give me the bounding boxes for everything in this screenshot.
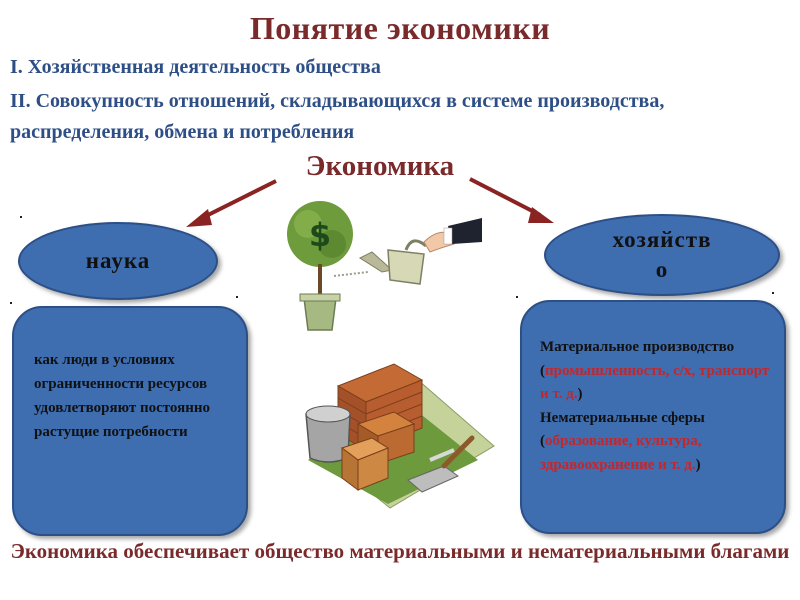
left-arrow — [186, 179, 277, 227]
center-word: Экономика — [305, 150, 455, 182]
decor-dot — [516, 296, 518, 298]
khozyaistvo-oval: хозяйств о — [544, 214, 780, 296]
khozyaistvo-box: Материальное производство (промышленност… — [520, 300, 786, 534]
nauka-box: как люди в условиях ограниченности ресур… — [12, 306, 248, 536]
money-tree-icon: $ — [287, 201, 353, 331]
khozyaistvo-label: хозяйств о — [613, 225, 712, 285]
right-arrow — [469, 177, 554, 223]
nauka-label: наука — [85, 248, 151, 273]
decor-dot — [20, 216, 22, 218]
definition-2: II. Совокупность отношений, складывающих… — [10, 90, 665, 143]
nonmaterial-sphere-examples: (образование, культура, здравоохранение … — [540, 430, 780, 477]
nonmaterial-sphere-label: Нематериальные сферы — [540, 409, 705, 426]
nonmaterial-examples-text: образование, культура, здравоохранение и… — [540, 433, 702, 473]
material-production-label: Материальное производство — [540, 339, 735, 355]
bottom-summary: Экономика обеспечивает общество материал… — [10, 539, 790, 563]
definition-1: I. Хозяйственная деятельность общества — [10, 56, 381, 78]
construction-materials-icon — [305, 363, 495, 509]
decor-dot — [10, 302, 12, 304]
nauka-description: как люди в условиях ограниченности ресур… — [34, 352, 211, 440]
material-examples-text: промышленность, с/х, транспорт и т. д. — [540, 362, 770, 403]
page-title: Понятие экономики — [249, 10, 551, 46]
watering-can-icon — [333, 218, 482, 285]
nonmaterial-open-paren: ( — [540, 433, 545, 449]
nauka-oval: наука — [18, 222, 218, 300]
khozyaistvo-label-line2: о — [655, 257, 669, 282]
decor-dot — [772, 292, 774, 294]
material-production-examples: (промышленность, с/х, транспорт и т. д.) — [540, 360, 780, 407]
decor-dot — [236, 296, 238, 298]
nonmaterial-close-paren: ) — [695, 456, 701, 473]
khozyaistvo-label-line1: хозяйств — [612, 227, 712, 252]
khozyaistvo-description: Материальное производство (промышленност… — [540, 336, 780, 477]
material-close-paren: ) — [577, 386, 583, 402]
svg-text:$: $ — [309, 216, 331, 254]
material-open-paren: ( — [540, 362, 545, 379]
